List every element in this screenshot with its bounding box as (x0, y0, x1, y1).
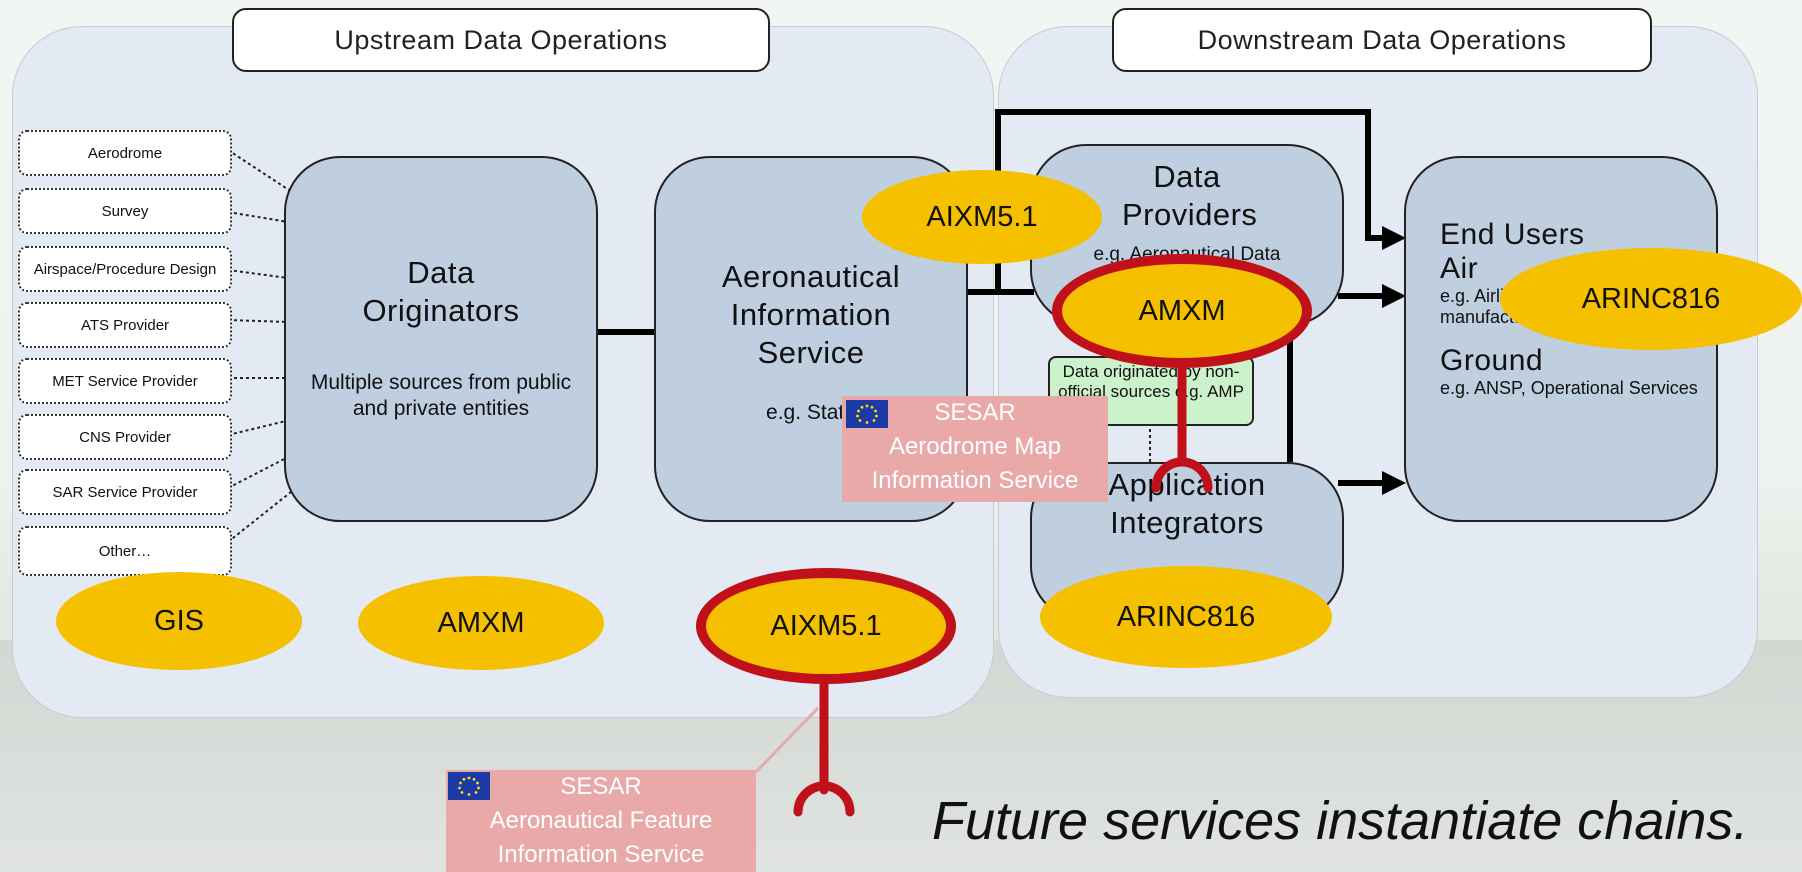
arinc-bottom-oval: ARINC816 (1040, 566, 1332, 668)
source-met-service-provider: MET Service Provider (18, 358, 232, 404)
downstream-header: Downstream Data Operations (1112, 8, 1652, 72)
source-airspace-procedure-design: Airspace/Procedure Design (18, 246, 232, 292)
sesar-aeronautical-feature-box: SESAR Aeronautical Feature Information S… (446, 770, 756, 872)
data-originators-node: Data Originators Multiple sources from p… (284, 156, 598, 522)
aixm-bottom-oval: AIXM5.1 (696, 568, 956, 684)
data-originators-subtitle: Multiple sources from public and private… (310, 371, 572, 420)
amxm-left-oval: AMXM (358, 576, 604, 670)
ais-subtitle: e.g. State (766, 401, 856, 424)
end-users-ground-subtitle: e.g. ANSP, Operational Services (1440, 378, 1698, 398)
sesar-feature-line3: Information Service (497, 841, 705, 868)
source-ats-provider: ATS Provider (18, 302, 232, 348)
end-users-ground: Ground (1440, 344, 1544, 377)
sesar-feature-line2: Aeronautical Feature (489, 807, 713, 834)
ais-title: Aeronautical Information Service (721, 259, 901, 370)
source-other: Other… (18, 526, 232, 576)
aixm-top-oval: AIXM5.1 (862, 170, 1102, 264)
data-providers-title: Data Providers (1122, 159, 1258, 232)
arinc-right-oval: ARINC816 (1500, 248, 1802, 350)
sesar-map-line2: Aerodrome Map (888, 433, 1062, 460)
end-users-title: End Users (1440, 218, 1585, 251)
amxm-center-oval: AMXM (1052, 254, 1312, 368)
data-originators-title: Data Originators (362, 255, 520, 328)
source-cns-provider: CNS Provider (18, 414, 232, 460)
source-survey: Survey (18, 188, 232, 234)
source-sar-service-provider: SAR Service Provider (18, 469, 232, 515)
upstream-header: Upstream Data Operations (232, 8, 770, 72)
footer-caption: Future services instantiate chains. (932, 791, 1749, 851)
end-users-air: Air (1440, 252, 1479, 285)
sesar-map-line1: SESAR (934, 399, 1016, 426)
eu-flag-icon (846, 400, 888, 428)
gis-oval: GIS (56, 572, 302, 670)
application-integrators-title: Application Integrators (1108, 467, 1266, 540)
sesar-feature-line1: SESAR (560, 773, 642, 800)
sesar-aerodrome-map-box: SESAR Aerodrome Map Information Service (842, 396, 1108, 502)
source-aerodrome: Aerodrome (18, 130, 232, 176)
eu-flag-icon (448, 772, 490, 800)
sesar-map-line3: Information Service (871, 467, 1079, 494)
